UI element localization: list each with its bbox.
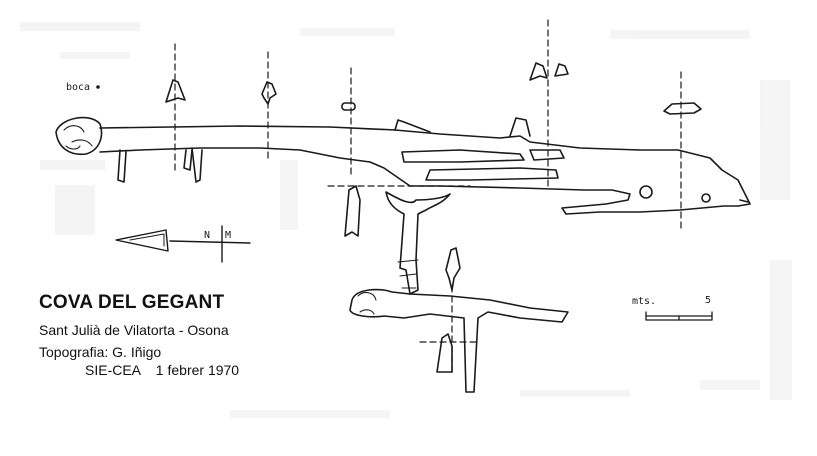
map-location: Sant Julià de Vilatorta - Osona — [39, 322, 229, 338]
scale-bar — [645, 311, 713, 321]
section-lines — [174, 19, 682, 377]
entrance-label: boca — [66, 82, 90, 93]
scale-length-label: 5 — [705, 295, 711, 306]
survey-credit: Topografia: G. Iñigo — [39, 344, 162, 360]
cave-plan — [55, 116, 751, 393]
entrance-chamber — [55, 116, 103, 156]
north-arrow — [115, 225, 251, 263]
page-background-texture — [20, 22, 792, 418]
north-label-n: N — [204, 230, 210, 241]
survey-date: SIE-CEA 1 febrer 1970 — [85, 362, 240, 378]
entrance-marker: boca — [66, 82, 100, 93]
scale-unit-label: mts. — [632, 296, 656, 307]
map-title: COVA DEL GEGANT — [39, 292, 225, 313]
north-label-m: M — [225, 230, 231, 241]
cross-section-profiles — [165, 62, 702, 373]
lower-chamber — [349, 288, 569, 393]
